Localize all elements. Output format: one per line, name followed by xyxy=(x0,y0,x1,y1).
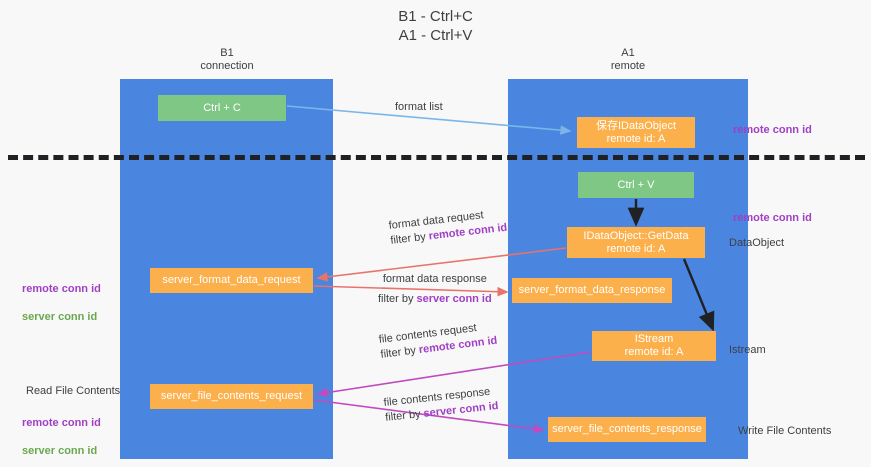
swimlane-header-a1: A1 remote xyxy=(610,47,646,72)
filter-prefix: filter by xyxy=(384,407,425,424)
annotation-remote-conn-id-left-1: remote conn id xyxy=(22,283,101,295)
edge-label-format-data-response: format data response filter by server co… xyxy=(378,272,492,307)
edge-label-file-contents-response: file contents response filter by server … xyxy=(383,384,499,426)
annotation-remote-conn-id-left-2: remote conn id xyxy=(22,417,101,429)
filter-prefix: filter by xyxy=(378,293,417,305)
annotation-write-file-contents: Write File Contents xyxy=(738,425,832,437)
phase-divider xyxy=(8,155,865,160)
node-save-idataobject[interactable]: 保存IDataObject remote id: A xyxy=(577,117,695,148)
annotation-left-conn-ids-format: remote conn id server conn id xyxy=(22,268,101,324)
edge-label-format-data-response-filter: filter by server conn id xyxy=(378,292,492,307)
node-ctrl-c[interactable]: Ctrl + C xyxy=(158,95,286,121)
edge-label-format-data-response-title: format data response xyxy=(382,273,487,285)
swimlane-header-b1: B1 connection xyxy=(200,47,254,72)
edge-label-format-list: format list xyxy=(395,101,443,113)
diagram-title: B1 - Ctrl+C A1 - Ctrl+V xyxy=(398,8,473,44)
annotation-server-conn-id-left-1: server conn id xyxy=(22,311,98,323)
annotation-read-file-contents: Read File Contents xyxy=(26,385,121,397)
filter-prefix: filter by xyxy=(379,344,420,361)
annotation-dataobject: DataObject xyxy=(729,237,785,249)
filter-prefix: filter by xyxy=(389,230,430,247)
node-server-file-contents-request[interactable]: server_file_contents_request xyxy=(150,384,313,409)
edge-label-file-contents-request: file contents request filter by remote c… xyxy=(378,319,498,363)
edge-label-format-data-request: format data request filter by remote con… xyxy=(388,206,508,249)
annotation-left-conn-ids-file: remote conn id server conn id xyxy=(22,402,101,458)
node-istream[interactable]: IStream remote id: A xyxy=(592,331,716,361)
node-server-format-data-response[interactable]: server_format_data_response xyxy=(512,278,672,303)
annotation-istream: Istream xyxy=(729,344,766,356)
node-ctrl-v[interactable]: Ctrl + V xyxy=(578,172,694,198)
annotation-server-conn-id-left-2: server conn id xyxy=(22,445,98,457)
node-idataobject-getdata[interactable]: IDataObject::GetData remote id: A xyxy=(567,227,705,258)
filter-server-conn-id: server conn id xyxy=(416,293,492,305)
annotation-remote-conn-id-top: remote conn id xyxy=(733,124,812,136)
node-server-format-data-request[interactable]: server_format_data_request xyxy=(150,268,313,293)
node-server-file-contents-response[interactable]: server_file_contents_response xyxy=(548,417,706,442)
annotation-remote-conn-id-mid: remote conn id xyxy=(733,212,812,224)
